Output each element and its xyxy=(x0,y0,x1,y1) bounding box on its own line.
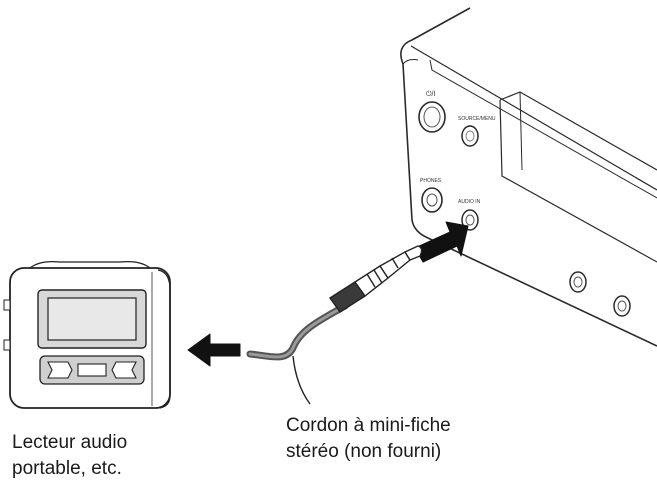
cord-label-line2: stéréo (non fourni) xyxy=(286,441,442,462)
audio-in-label: AUDIO IN xyxy=(458,199,481,205)
audio-in-jack xyxy=(461,209,479,231)
left-arrow-icon xyxy=(187,333,241,367)
cord-label-line1: Cordon à mini-fiche xyxy=(286,415,451,436)
portable-player-label: Lecteur audio portable, etc. xyxy=(12,430,127,482)
phones-label: PHONES xyxy=(420,178,442,184)
insert-arrow-icon xyxy=(414,221,469,263)
source-menu-button xyxy=(461,125,479,147)
portable-audio-player xyxy=(3,261,171,409)
mini-plug xyxy=(329,245,423,313)
main-unit xyxy=(400,7,657,347)
phones-jack xyxy=(421,187,443,213)
front-knob-1 xyxy=(569,271,587,293)
portable-player-label-line2: portable, etc. xyxy=(12,458,122,479)
power-label: ⏻/I xyxy=(426,90,435,98)
portable-player-label-line1: Lecteur audio xyxy=(12,432,128,453)
cord-label: Cordon à mini-fiche stéréo (non fourni) xyxy=(286,413,451,465)
source-menu-label: SOURCE/MENU xyxy=(458,116,496,122)
front-knob-2 xyxy=(613,295,631,317)
player-controls xyxy=(39,355,145,385)
power-button xyxy=(418,101,446,133)
cord-leader-line xyxy=(292,355,311,405)
